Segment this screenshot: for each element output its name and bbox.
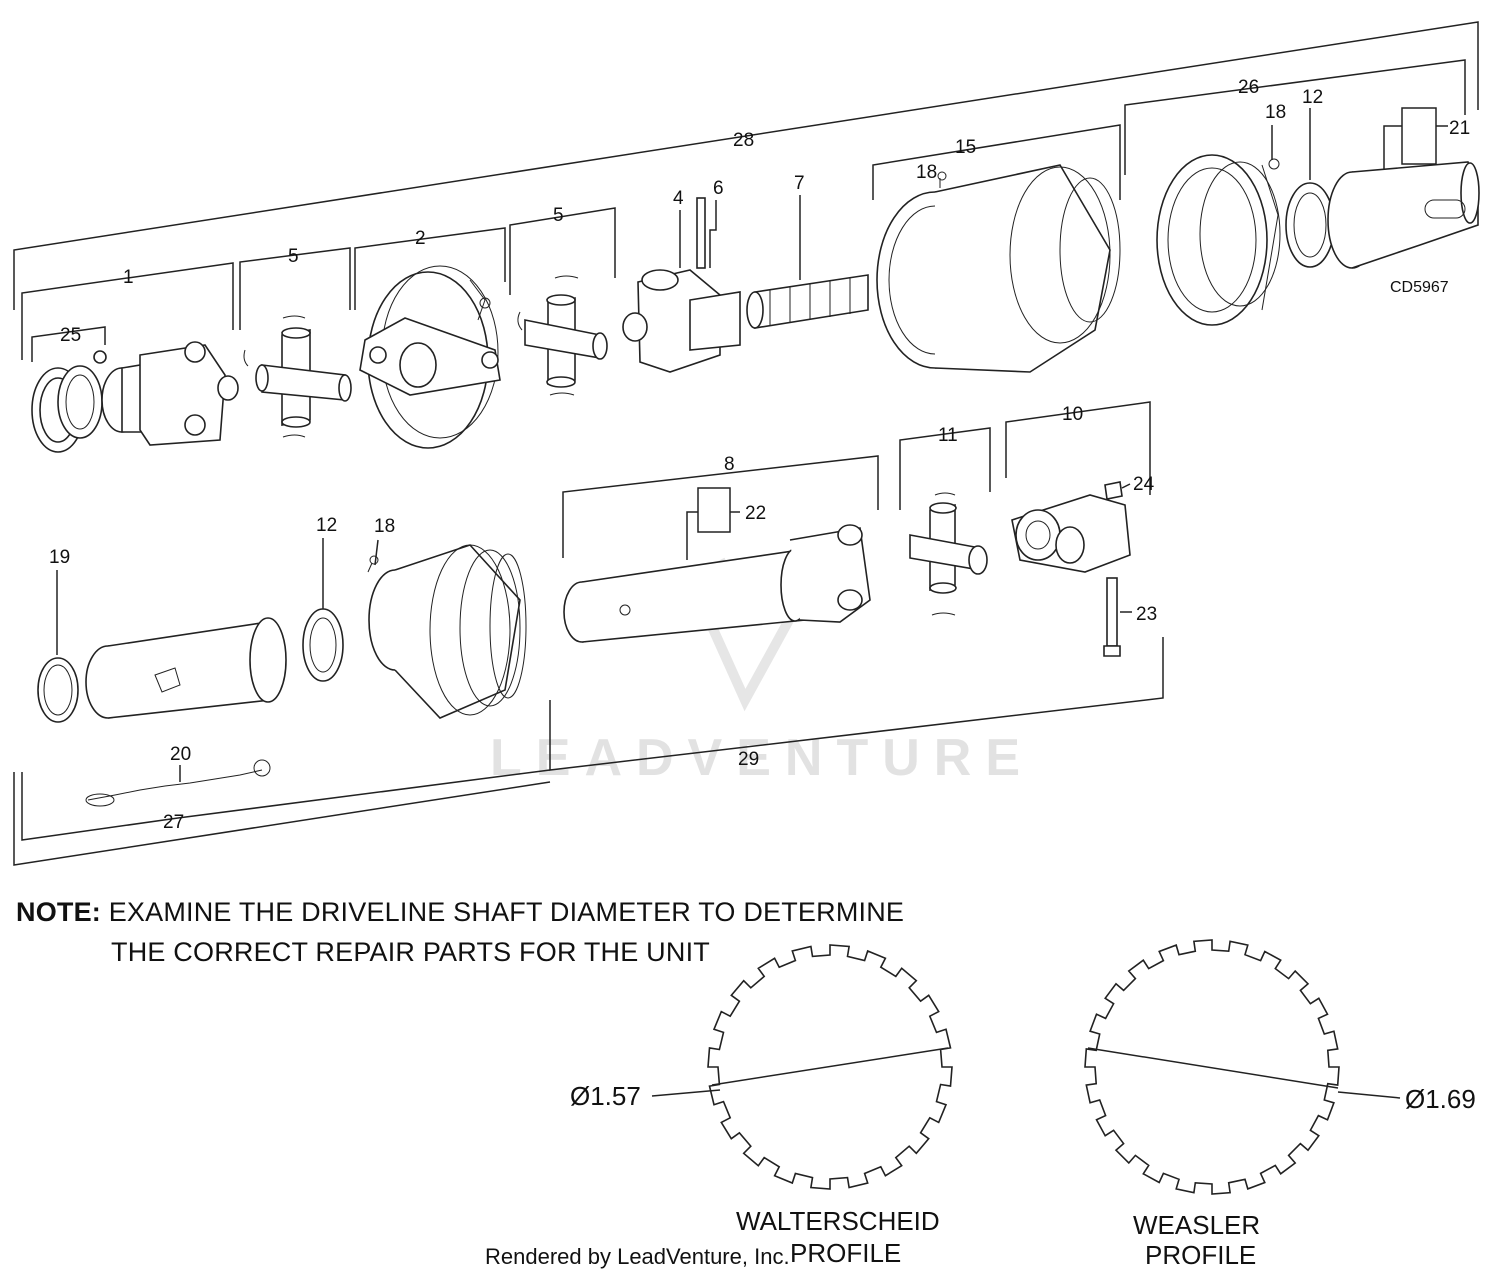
part-23-bolt <box>1103 577 1121 657</box>
callout-28: 28 <box>733 130 754 151</box>
callout-21: 21 <box>1449 118 1470 139</box>
callout-26: 26 <box>1238 77 1259 98</box>
note-label: NOTE: <box>16 897 101 927</box>
part-25-collar <box>31 350 107 453</box>
part-10-yoke <box>1011 494 1131 573</box>
callout-27: 27 <box>163 812 184 833</box>
callout-29: 29 <box>738 749 759 770</box>
note-line-2: THE CORRECT REPAIR PARTS FOR THE UNIT <box>111 937 710 967</box>
callout-18c: 18 <box>374 516 395 537</box>
walterscheid-diameter: Ø1.57 <box>570 1081 641 1111</box>
part-19-ring <box>37 657 79 723</box>
part-4-yoke <box>622 197 741 373</box>
part-11-cross <box>909 492 988 616</box>
diameter-leaders <box>651 1047 1401 1099</box>
callout-7: 7 <box>794 173 805 194</box>
part-8-shaft-yoke <box>563 524 871 643</box>
part-26-outer-shield <box>1156 154 1281 326</box>
callout-12b: 12 <box>316 515 337 536</box>
rendered-by: Rendered by LeadVenture, Inc. <box>485 1244 790 1269</box>
note-line-1: EXAMINE THE DRIVELINE SHAFT DIAMETER TO … <box>108 897 905 927</box>
note-block: NOTE: EXAMINE THE DRIVELINE SHAFT DIAMET… <box>16 892 904 972</box>
callout-18b: 18 <box>1265 102 1286 123</box>
callout-18a: 18 <box>916 162 937 183</box>
weasler-name: WEASLER <box>1133 1210 1260 1240</box>
walterscheid-name: WALTERSCHEID <box>736 1206 940 1236</box>
bracket-lines <box>13 21 1479 866</box>
part-tube-inner <box>85 617 287 719</box>
part-7-spline-shaft <box>746 274 869 329</box>
callout-1: 1 <box>123 267 134 288</box>
weasler-spline-profile <box>1084 939 1340 1195</box>
callout-2: 2 <box>415 228 426 249</box>
part-2-cv-housing <box>359 265 501 449</box>
walterscheid-spline-profile <box>707 944 953 1190</box>
part-5-cross-a <box>243 315 352 438</box>
part-15-shield <box>876 164 1121 373</box>
part-20-chain <box>85 759 271 807</box>
callout-8: 8 <box>724 454 735 475</box>
watermark-text: LEADVENTURE <box>490 729 1034 787</box>
callout-labels: 28 26 1 25 5 2 5 4 6 7 15 18 18 12 21 CD… <box>49 77 1470 833</box>
callout-11: 11 <box>938 425 958 446</box>
callout-25: 25 <box>60 325 81 346</box>
part-1-yoke <box>101 341 239 446</box>
callout-5a: 5 <box>288 246 299 267</box>
part-24-nut <box>1104 481 1123 500</box>
callout-15: 15 <box>955 137 976 158</box>
callout-24: 24 <box>1133 474 1155 495</box>
drawing-code: CD5967 <box>1390 279 1449 296</box>
callout-20: 20 <box>170 744 191 765</box>
callout-19: 19 <box>49 547 70 568</box>
callout-10: 10 <box>1062 404 1083 425</box>
weasler-diameter: Ø1.69 <box>1405 1084 1476 1114</box>
callout-4: 4 <box>673 188 684 209</box>
part-5-cross-b <box>517 275 608 396</box>
weasler-profile-label: PROFILE <box>1145 1240 1256 1270</box>
callout-22: 22 <box>745 503 766 524</box>
part-12-bearing-ring-bottom <box>302 608 344 682</box>
part-shield-bottom <box>367 544 527 719</box>
callout-6: 6 <box>713 178 724 199</box>
part-21-tube <box>1327 161 1480 269</box>
callout-12a: 12 <box>1302 87 1323 108</box>
callout-5b: 5 <box>553 205 564 226</box>
part-12-bearing-ring-top <box>1285 182 1335 268</box>
walterscheid-profile-label: PROFILE <box>790 1238 901 1268</box>
callout-23: 23 <box>1136 604 1157 625</box>
